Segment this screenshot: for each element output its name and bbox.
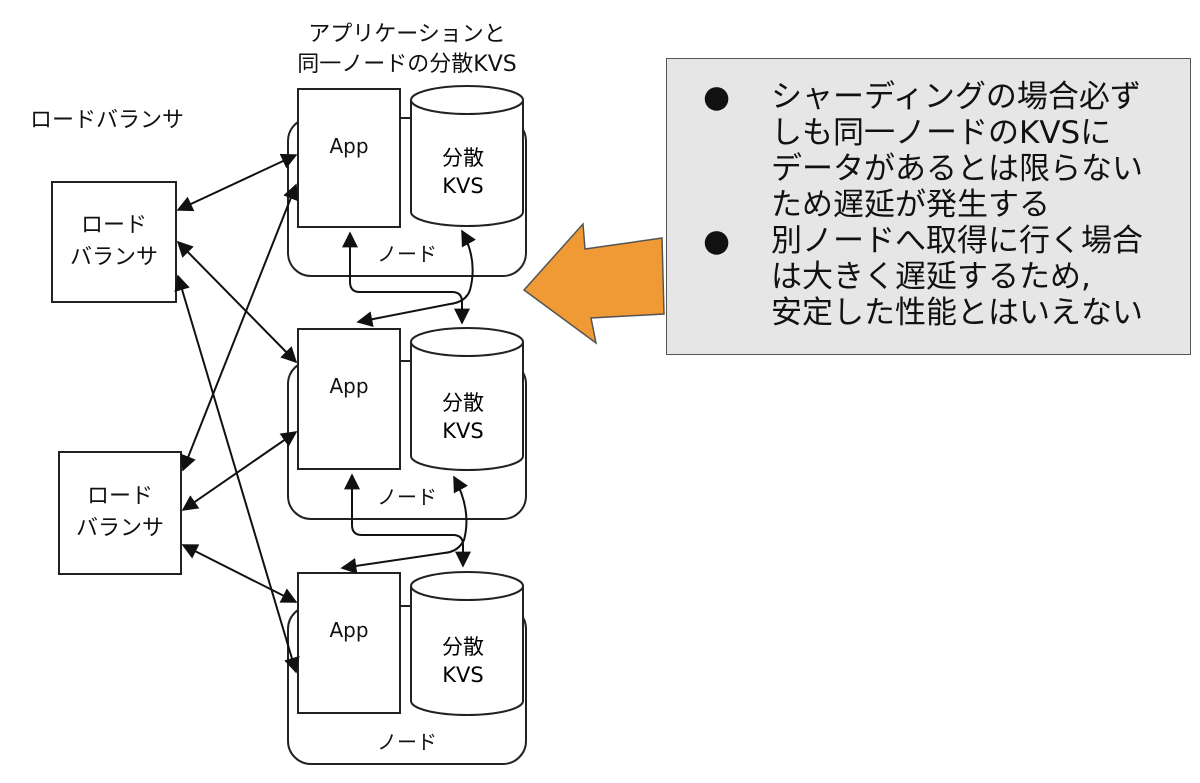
diagram-title-line-2: 同一ノードの分散KVS (297, 52, 517, 77)
callout-2-line-1: 別ノードへ取得に行く場合 (771, 223, 1143, 259)
lb1-to-app1 (176, 153, 298, 212)
diagram-title-line-1: アプリケーションと (308, 22, 506, 47)
kvs-2-line-1: 分散 (442, 391, 484, 415)
lb-2-line-2: バランサ (75, 516, 164, 541)
callout-item-1: ● シャーディングの場合必ず しも同一ノードのKVSに データがあるとは限らない… (703, 79, 1176, 223)
orange-arrow (522, 222, 665, 345)
kvs-cylinder-2 (410, 327, 524, 471)
callout-1-line-3: データがあるとは限らない (771, 151, 1143, 187)
app-1: App (297, 88, 401, 228)
callout-item-2: ● 別ノードへ取得に行く場合 は大きく遅延するため, 安定した性能とはいえない (703, 223, 1176, 331)
bullet-icon: ● (703, 223, 731, 259)
diagram-title: アプリケーションと 同一ノードの分散KVS (262, 20, 552, 80)
lb-1-line-1: ロード (80, 213, 147, 238)
kvs-1-line-2: KVS (442, 174, 483, 198)
app-2-label: App (329, 374, 369, 398)
kvs1-to-app2 (356, 229, 476, 328)
callout-2-line-3: 安定した性能とはいえない (771, 295, 1143, 331)
kvs2-to-app3 (340, 475, 468, 574)
lb-1-line-2: バランサ (69, 245, 158, 270)
kvs-cylinder-3 (410, 571, 524, 716)
lb-connections (174, 153, 300, 674)
kvs-1-line-1: 分散 (442, 146, 484, 170)
bullet-icon: ● (703, 79, 731, 115)
lb2-to-app1 (180, 183, 299, 472)
app-2: App (297, 328, 401, 470)
callout-1-line-1: シャーディングの場合必ず (771, 79, 1141, 115)
load-balancer-1: ロード バランサ (51, 181, 177, 303)
kvs-2-line-2: KVS (442, 419, 483, 443)
node-3-label: ノード (377, 730, 437, 754)
kvs-cylinder-1 (410, 85, 524, 227)
lb-2-line-1: ロード (86, 484, 153, 509)
callout-2-line-2: は大きく遅延するため, (771, 259, 1091, 295)
app-3-label: App (329, 618, 369, 642)
callout-box: ● シャーディングの場合必ず しも同一ノードのKVSに データがあるとは限らない… (666, 58, 1191, 355)
callout-list: ● シャーディングの場合必ず しも同一ノードのKVSに データがあるとは限らない… (703, 79, 1176, 331)
app-3: App (297, 572, 401, 714)
callout-1-line-4: ため遅延が発生する (771, 187, 1050, 223)
app1-to-kvs2 (342, 231, 470, 325)
lb-heading: ロードバランサ (30, 108, 185, 133)
lb1-to-app2 (176, 240, 298, 364)
kvs-3-line-1: 分散 (442, 635, 484, 659)
kvs-access-paths (340, 229, 476, 574)
app-1-label: App (329, 134, 369, 158)
kvs-3-line-2: KVS (442, 663, 483, 687)
callout-1-line-2: しも同一ノードのKVSに (771, 115, 1112, 151)
lb2-to-app2 (181, 431, 298, 511)
lb2-to-app3 (181, 544, 298, 603)
